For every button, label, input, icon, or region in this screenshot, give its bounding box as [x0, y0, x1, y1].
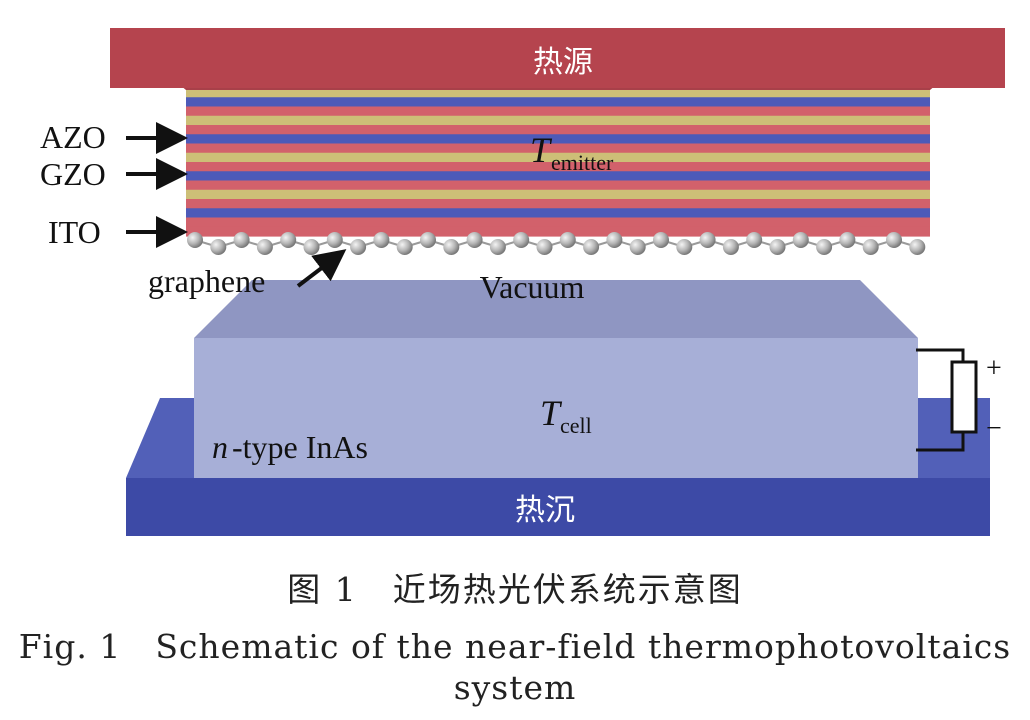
- graphene-atom: [722, 239, 739, 255]
- graphene-atom: [559, 232, 576, 248]
- emitter-layer: [186, 152, 930, 163]
- emitter-layer: [186, 134, 930, 145]
- graphene-atom: [233, 232, 250, 248]
- n-italic-label: n: [212, 429, 228, 465]
- emitter-layer: [186, 171, 930, 182]
- caption-english-line2: system: [453, 668, 577, 707]
- emitter-layer: [186, 88, 930, 98]
- emitter-layer: [186, 115, 930, 126]
- graphene-atom: [862, 239, 879, 255]
- emitter-layer: [186, 125, 930, 135]
- emitter-layer: [186, 97, 930, 108]
- graphene-atom: [373, 232, 390, 248]
- t-cell-subscript: cell: [560, 413, 592, 438]
- graphene-atom: [536, 239, 553, 255]
- graphene-atom: [513, 232, 530, 248]
- emitter-layer: [186, 162, 930, 172]
- graphene-atom: [466, 232, 483, 248]
- t-emitter-subscript: emitter: [551, 150, 614, 175]
- emitter-layer: [186, 189, 930, 200]
- graphene-atom: [489, 239, 506, 255]
- graphene-atom: [420, 232, 436, 248]
- emitter-layer: [186, 180, 930, 191]
- graphene-atom: [280, 232, 297, 248]
- graphene-atom: [350, 239, 367, 255]
- graphene-atom: [187, 232, 203, 248]
- emitter-layer: [186, 106, 930, 117]
- graphene-atom: [699, 232, 716, 248]
- load-circuit: + −: [916, 348, 1002, 452]
- graphene-atom: [886, 232, 902, 248]
- graphene-atom: [629, 239, 646, 255]
- vacuum-label: Vacuum: [480, 269, 585, 305]
- cell-block: T cell n -type InAs: [194, 280, 918, 478]
- emitter-layer: [186, 217, 930, 228]
- graphene-atom: [210, 239, 227, 255]
- graphene-atom: [653, 232, 669, 248]
- minus-sign: −: [986, 413, 1002, 444]
- graphene-atom: [256, 239, 273, 255]
- heat-sink-label: 热沉: [515, 493, 575, 528]
- graphene-atom: [326, 232, 343, 248]
- emitter-stack: [186, 88, 930, 237]
- graphene-atom: [816, 239, 833, 255]
- graphene-atom: [746, 232, 763, 248]
- graphene-atom: [606, 232, 623, 248]
- graphene-atom: [769, 239, 786, 255]
- t-cell-symbol: T: [540, 393, 563, 433]
- graphene-arrow-icon: [296, 249, 347, 288]
- graphene-atom: [792, 232, 809, 248]
- heat-source: 热源: [110, 28, 1005, 90]
- graphene-atom: [839, 232, 856, 248]
- graphene-atom: [909, 239, 926, 255]
- graphene-atom: [303, 239, 320, 255]
- emitter-layer: [186, 199, 930, 209]
- tpv-schematic: 热沉 T cell n -type InAs Vacuum 热源 T emitt…: [40, 28, 1005, 536]
- graphene-atom: [676, 239, 693, 255]
- ito-label: ITO: [48, 214, 101, 250]
- azo-label: AZO: [40, 119, 106, 155]
- resistor-icon: [950, 360, 978, 434]
- graphene-atom: [583, 239, 600, 255]
- graphene-atom: [396, 239, 413, 255]
- heat-source-label: 热源: [533, 45, 593, 80]
- graphene-label: graphene: [148, 263, 265, 299]
- emitter-layer: [186, 143, 930, 154]
- t-emitter-symbol: T: [530, 130, 553, 170]
- emitter-layer: [186, 208, 930, 219]
- n-type-inas-label: -type InAs: [232, 429, 368, 465]
- caption-chinese: 图 1 近场热光伏系统示意图: [287, 570, 743, 609]
- caption-english-line1: Fig. 1 Schematic of the near-field therm…: [18, 627, 1012, 666]
- plus-sign: +: [986, 353, 1002, 384]
- gzo-label: GZO: [40, 156, 106, 192]
- graphene-atom: [443, 239, 460, 255]
- emitter-layer: [186, 226, 930, 237]
